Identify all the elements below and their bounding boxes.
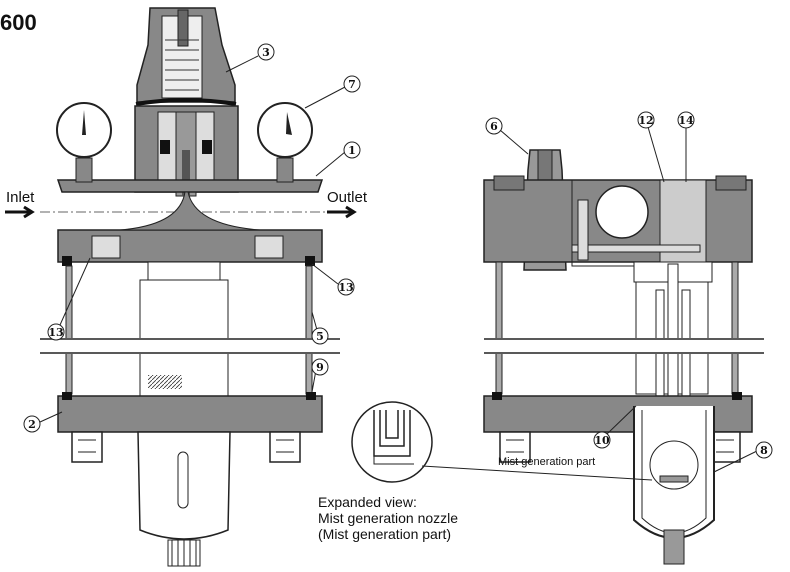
left-unit (5, 7, 357, 567)
callout-9: 9 (311, 358, 329, 376)
svg-text:8: 8 (760, 444, 768, 457)
svg-text:14: 14 (678, 114, 694, 127)
svg-text:1: 1 (348, 144, 356, 157)
mist-generation-label: Mist generation part (498, 456, 595, 468)
expanded-view-circle (351, 401, 433, 483)
right-unit (483, 149, 764, 565)
caption-line-3: (Mist generation part) (318, 526, 452, 542)
callout-5: 5 (311, 327, 329, 345)
callout-13-right: 13 (337, 278, 355, 296)
expanded-view-caption: Expanded view: Mist generation nozzle (M… (318, 494, 458, 542)
inlet-label: Inlet (6, 189, 35, 206)
svg-text:7: 7 (348, 78, 356, 91)
callouts: 3 7 1 13 5 13 9 2 6 12 14 10 8 (23, 43, 773, 459)
outlet-label: Outlet (327, 189, 368, 206)
callout-6: 6 (485, 117, 503, 135)
model-number-title: 600 (0, 10, 37, 35)
svg-text:9: 9 (316, 361, 324, 374)
callout-10: 10 (593, 431, 611, 449)
leader-lines (39, 55, 758, 481)
callout-3: 3 (257, 43, 275, 61)
callout-2: 2 (23, 415, 41, 433)
callout-12: 12 (637, 111, 655, 129)
callout-14: 14 (677, 111, 695, 129)
caption-line-1: Expanded view: (318, 494, 417, 510)
callout-13-left: 13 (47, 323, 65, 341)
svg-text:5: 5 (316, 330, 324, 343)
callout-7: 7 (343, 75, 361, 93)
callout-1: 1 (343, 141, 361, 159)
svg-text:13: 13 (338, 281, 353, 294)
caption-line-2: Mist generation nozzle (318, 510, 459, 526)
svg-text:6: 6 (490, 120, 498, 133)
svg-text:2: 2 (28, 418, 36, 431)
svg-text:13: 13 (48, 326, 63, 339)
callout-8: 8 (755, 441, 773, 459)
svg-text:12: 12 (638, 114, 653, 127)
svg-text:3: 3 (262, 46, 270, 59)
svg-text:10: 10 (594, 434, 610, 447)
